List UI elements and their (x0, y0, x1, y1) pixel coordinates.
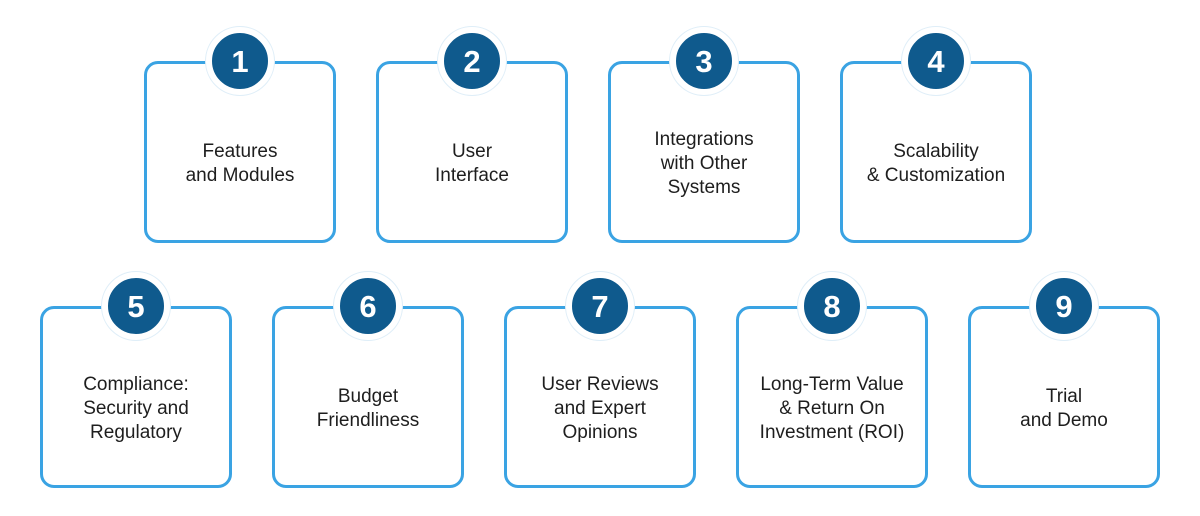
step-number: 5 (127, 288, 145, 324)
step-number: 7 (591, 288, 609, 324)
step-label: Scalability & Customization (866, 141, 1006, 186)
step-card-8: Long-Term Value & Return On Investment (… (736, 272, 928, 488)
step-card-7: User Reviews and Expert Opinions 7 (504, 272, 696, 488)
step-number-badge: 6 (334, 272, 402, 340)
step-label: Compliance: Security and Regulatory (83, 374, 189, 443)
step-label: User Reviews and Expert Opinions (541, 374, 659, 443)
step-number-badge: 7 (566, 272, 634, 340)
step-card-4: Scalability & Customization 4 (840, 27, 1032, 243)
step-card-2: User Interface 2 (376, 27, 568, 243)
step-number: 4 (927, 43, 945, 79)
step-number: 2 (463, 43, 481, 79)
step-number: 8 (823, 288, 841, 324)
step-number-badge: 9 (1030, 272, 1098, 340)
step-card-frame (840, 61, 1032, 243)
step-number-badge: 3 (670, 27, 738, 95)
step-number: 6 (359, 288, 377, 324)
step-card-frame (40, 306, 232, 488)
step-number-badge: 1 (206, 27, 274, 95)
step-number-badge: 4 (902, 27, 970, 95)
step-label: Integrations with Other Systems (654, 129, 754, 198)
step-label: Long-Term Value & Return On Investment (… (759, 374, 905, 443)
step-card-5: Compliance: Security and Regulatory 5 (40, 272, 232, 488)
step-number: 1 (231, 43, 249, 79)
step-label: Trial and Demo (1020, 386, 1108, 431)
step-card-9: Trial and Demo 9 (968, 272, 1160, 488)
step-label: Features and Modules (185, 141, 295, 186)
step-label: User Interface (435, 141, 509, 186)
step-card-1: Features and Modules 1 (144, 27, 336, 243)
step-number: 3 (695, 43, 713, 79)
step-number-badge: 5 (102, 272, 170, 340)
step-card-6: Budget Friendliness 6 (272, 272, 464, 488)
step-card-3: Integrations with Other Systems 3 (608, 27, 800, 243)
step-number-badge: 8 (798, 272, 866, 340)
step-number-badge: 2 (438, 27, 506, 95)
step-label: Budget Friendliness (316, 386, 420, 431)
step-number: 9 (1055, 288, 1073, 324)
